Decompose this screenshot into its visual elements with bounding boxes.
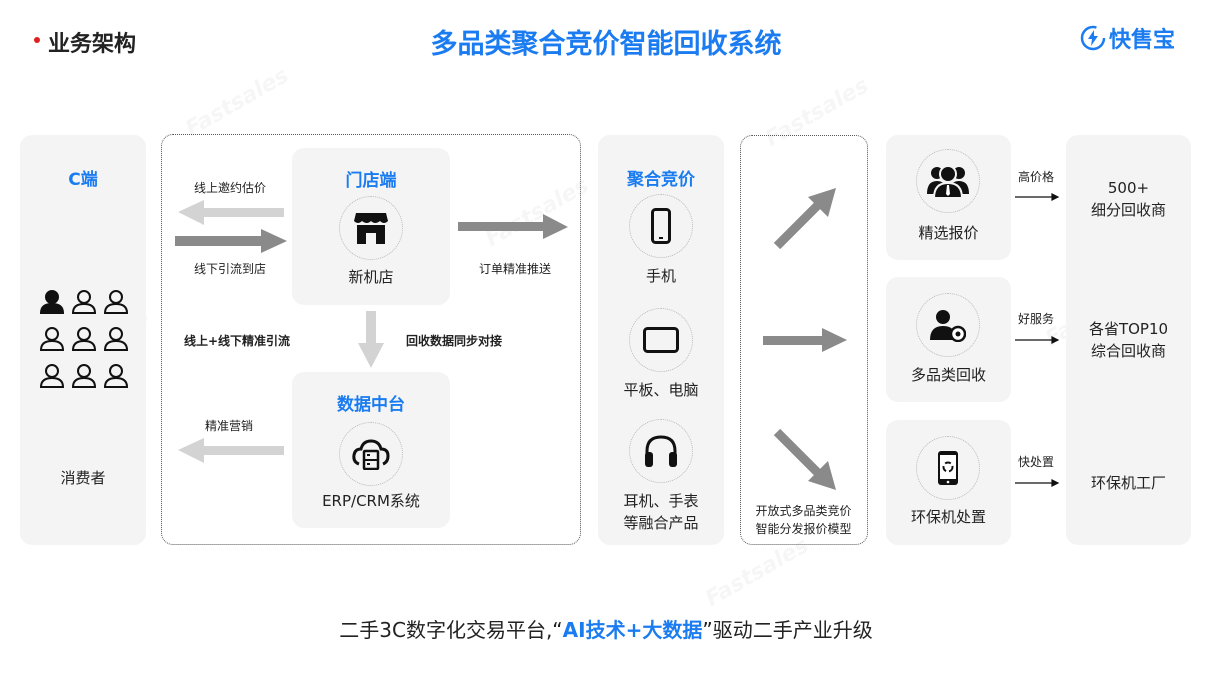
team-icon-circle <box>916 149 980 213</box>
arrow-sync-down <box>358 311 384 368</box>
bidding-item-tablet: 平板、电脑 <box>623 381 699 399</box>
logo-text: 快售宝 <box>1109 28 1176 53</box>
eco-phone-icon-circle <box>916 436 980 500</box>
recycler-specialized: 500+ 细分回收商 <box>1066 177 1191 221</box>
model-line2: 智能分发报价模型 <box>755 522 852 536</box>
bidding-item-phone: 手机 <box>645 267 676 285</box>
page-title: 多品类聚合竞价智能回收系统 <box>430 29 782 60</box>
recycler-type: 细分回收商 <box>1090 201 1166 219</box>
person-recycle-icon <box>930 310 966 342</box>
person-icon-circle <box>916 293 980 357</box>
service-label: 多品类回收 <box>910 366 986 384</box>
marketing-label: 精准营销 <box>205 419 254 433</box>
slogan-pre: 二手3C数字化交易平台,“ <box>339 618 563 642</box>
service-label: 环保机处置 <box>910 508 986 526</box>
combined-traffic-label: 线上+线下精准引流 <box>184 334 291 348</box>
recycler-type: 综合回收商 <box>1090 342 1166 360</box>
headphones-icon <box>645 435 677 467</box>
service-card-quote: 精选报价 <box>886 135 1011 260</box>
slogan-highlight: AI技术+大数据 <box>562 618 703 642</box>
service-card-eco: 环保机处置 <box>886 420 1011 545</box>
recycler-rank: 各省TOP10 <box>1088 320 1169 338</box>
service-card-recycle: 多品类回收 <box>886 277 1011 402</box>
bidding-model-group: 开放式多品类竞价 智能分发报价模型 <box>740 135 868 545</box>
offline-traffic-label: 线下引流到店 <box>194 262 267 276</box>
arrow-down-right <box>773 428 836 490</box>
phone-icon <box>651 208 671 244</box>
model-line1: 开放式多品类竞价 <box>755 504 852 518</box>
bullet-dot <box>34 37 40 43</box>
tablet-icon-circle <box>629 308 693 372</box>
online-invite-label: 线上邀约估价 <box>194 181 267 195</box>
bidding-title: 聚合竞价 <box>627 170 695 190</box>
service-tag: 快处置 <box>1018 455 1055 469</box>
data-center-title: 数据中台 <box>337 395 405 415</box>
logo: 快售宝 <box>1080 22 1175 54</box>
store-system-group <box>161 134 581 545</box>
footer-slogan: 二手3C数字化交易平台,“AI技术+大数据”驱动二手产业升级 <box>0 614 1212 643</box>
recycler-eco-factory: 环保机工厂 <box>1090 474 1166 492</box>
bidding-item-fusion: 等融合产品 <box>623 514 699 532</box>
users-icon <box>39 290 128 388</box>
headphone-icon-circle <box>629 419 693 483</box>
arrow-marketing-left <box>178 438 284 463</box>
slogan-post: ”驱动二手产业升级 <box>702 618 873 642</box>
consumer-label: 消费者 <box>60 469 106 487</box>
section-title: 业务架构 <box>48 32 137 57</box>
consumer-panel: C端 消费者 <box>20 135 146 545</box>
bidding-panel: 聚合竞价 手机 平板、电脑 耳机、手表 等融合产品 <box>598 135 724 545</box>
arrow-online-left <box>178 200 284 225</box>
eco-phone-icon <box>938 451 958 485</box>
store-icon-circle <box>339 196 403 260</box>
service-label: 精选报价 <box>918 224 979 242</box>
recycler-provincial: 各省TOP10 综合回收商 <box>1066 318 1191 362</box>
store-card: 门店端 新机店 <box>292 148 450 305</box>
store-icon <box>354 213 388 244</box>
team-icon <box>927 165 969 198</box>
order-push-label: 订单精准推送 <box>479 262 552 276</box>
phone-icon-circle <box>629 194 693 258</box>
arrow-offline-right <box>175 229 287 253</box>
consumer-title: C端 <box>68 170 98 190</box>
cloud-icon-circle <box>339 422 403 486</box>
arrow-right <box>763 328 847 352</box>
store-label: 新机店 <box>348 268 394 286</box>
tablet-icon <box>643 327 679 353</box>
arrow-up-right <box>773 188 836 250</box>
data-center-card: 数据中台 ERP/CRM系统 <box>292 372 450 528</box>
store-title: 门店端 <box>345 171 397 191</box>
recyclers-panel: 500+ 细分回收商 各省TOP10 综合回收商 环保机工厂 <box>1066 135 1191 545</box>
lightning-logo-icon <box>1080 25 1106 51</box>
thin-arrows <box>1015 193 1060 487</box>
arrow-push-right <box>458 214 568 239</box>
service-tag: 高价格 <box>1018 170 1055 184</box>
data-sync-label: 回收数据同步对接 <box>406 334 503 348</box>
bidding-item-headphones: 耳机、手表 <box>623 492 699 510</box>
data-center-label: ERP/CRM系统 <box>322 492 420 510</box>
service-tag: 好服务 <box>1018 312 1055 326</box>
recycler-count: 500+ <box>1107 179 1150 197</box>
cloud-server-icon <box>352 439 390 470</box>
